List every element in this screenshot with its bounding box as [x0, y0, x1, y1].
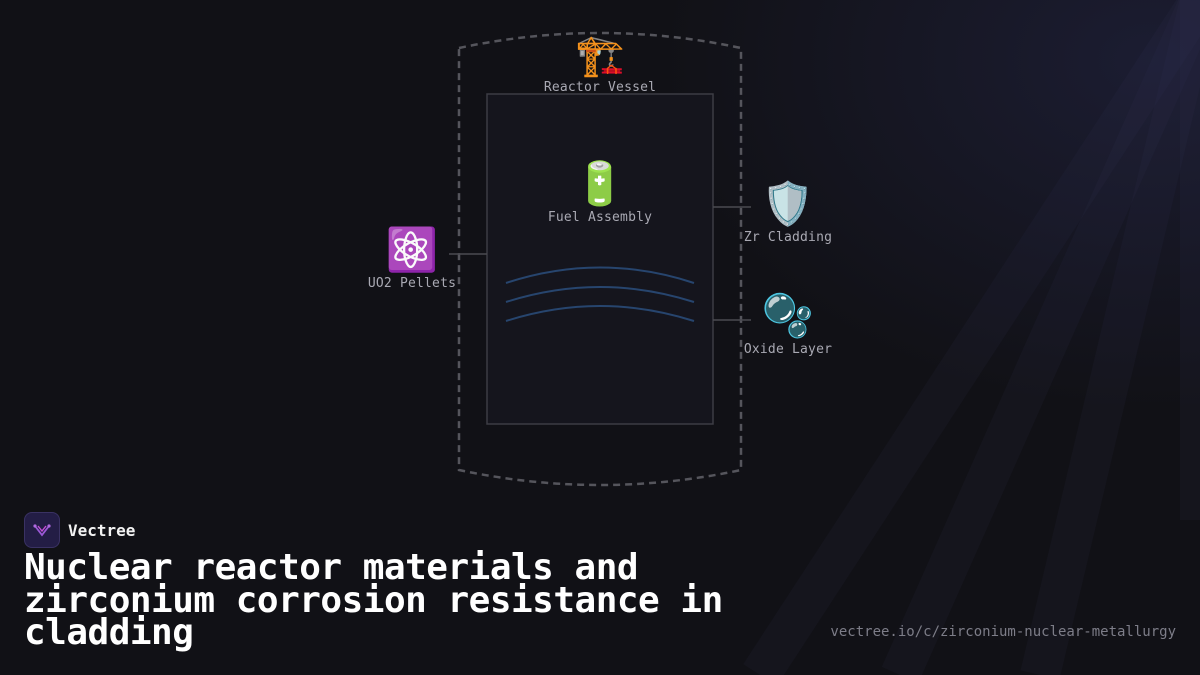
- battery-icon: 🔋: [573, 159, 627, 208]
- construction-crane-icon: 🏗️: [575, 33, 625, 79]
- flow-arcs: [505, 266, 695, 322]
- node-label: Fuel Assembly: [547, 210, 653, 225]
- vectree-logo-icon: [24, 512, 60, 548]
- node-reactor-vessel: 🏗️ Reactor Vessel: [520, 34, 680, 95]
- connector-lines: [449, 206, 751, 321]
- brand-name: Vectree: [68, 520, 136, 540]
- page-title: Nuclear reactor materials and zirconium …: [24, 547, 723, 653]
- node-label: Zr Cladding: [743, 230, 833, 245]
- node-label: Reactor Vessel: [543, 80, 657, 95]
- brand[interactable]: Vectree: [24, 512, 135, 548]
- node-label: UO2 Pellets: [367, 276, 457, 291]
- bubbles-icon: 🫧: [761, 291, 815, 340]
- source-url[interactable]: vectree.io/c/zirconium-nuclear-metallurg…: [830, 624, 1176, 640]
- shield-icon: 🛡️: [761, 179, 815, 228]
- node-label: Oxide Layer: [743, 342, 833, 357]
- node-fuel-assembly: 🔋 Fuel Assembly: [520, 159, 680, 226]
- atom-icon: ⚛️: [385, 225, 439, 274]
- node-oxide-layer: 🫧 Oxide Layer: [708, 291, 868, 358]
- node-uo2-pellets: ⚛️ UO2 Pellets: [332, 225, 492, 292]
- fuel-assembly-box: [486, 93, 714, 425]
- node-zr-cladding: 🛡️ Zr Cladding: [708, 179, 868, 246]
